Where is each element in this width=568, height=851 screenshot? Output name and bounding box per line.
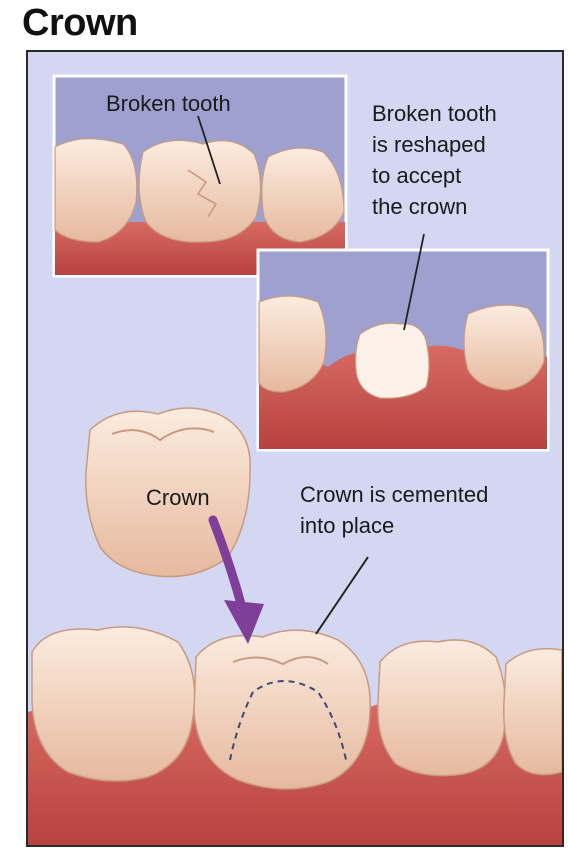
cemented-crown <box>194 630 370 789</box>
diagram-title: Crown <box>22 2 138 45</box>
reshaped-tooth-panel <box>258 234 548 450</box>
label-reshaped-line-1: Broken tooth <box>372 98 497 129</box>
label-reshaped-line-3: to accept <box>372 160 497 191</box>
label-crown: Crown <box>146 482 210 513</box>
label-reshaped-line-2: is reshaped <box>372 129 497 160</box>
main-teeth-row <box>32 627 562 789</box>
label-broken-tooth: Broken tooth <box>106 88 231 119</box>
label-cemented-line-2: into place <box>300 510 488 541</box>
label-cemented-line-1: Crown is cemented <box>300 479 488 510</box>
illustration-frame: Broken tooth Broken tooth is reshaped to… <box>26 50 564 847</box>
reshaped-tooth <box>356 323 430 398</box>
cemented-leader-line <box>316 557 368 634</box>
label-reshaped: Broken tooth is reshaped to accept the c… <box>372 98 497 222</box>
label-cemented: Crown is cemented into place <box>300 479 488 541</box>
label-reshaped-line-4: the crown <box>372 191 497 222</box>
placement-arrow <box>213 520 264 644</box>
